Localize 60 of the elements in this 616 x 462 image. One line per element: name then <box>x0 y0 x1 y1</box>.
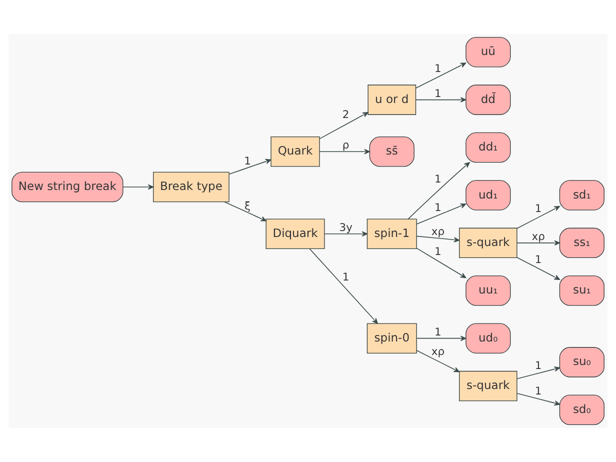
edge-label: 1 <box>244 154 251 168</box>
arrow <box>516 366 560 380</box>
node-box: sd₁ <box>559 180 604 210</box>
arrow <box>416 203 466 225</box>
node-box: spin-1 <box>366 218 417 250</box>
arrow <box>408 162 470 220</box>
node-box: uu₁ <box>466 276 511 306</box>
edge-label: 2 <box>342 108 350 122</box>
edge-label: 1 <box>434 201 442 214</box>
edge-label: 3y <box>339 220 352 234</box>
edge-label: 1 <box>534 359 542 372</box>
arrow <box>416 248 466 278</box>
arrow <box>324 231 368 237</box>
arrow <box>416 236 460 242</box>
node-box: Break type <box>153 172 230 202</box>
edge-label: ρ <box>342 138 350 152</box>
edge-label: xρ <box>431 345 445 358</box>
node-box: s-quark <box>459 370 518 402</box>
edge-label: 1 <box>534 252 542 266</box>
node-box: dd̄ <box>466 84 511 115</box>
arrow <box>415 97 466 102</box>
edge-label: 1 <box>534 202 542 215</box>
edge-label: ξ <box>244 200 251 213</box>
edge-label: 1 <box>434 325 442 338</box>
edge-label: xρ <box>532 230 545 243</box>
node-box: ss₁ <box>559 228 604 258</box>
node-box: Quark <box>270 136 320 167</box>
edge-label: 1 <box>342 270 350 284</box>
arrow <box>228 158 272 175</box>
arrow <box>309 248 378 324</box>
edge-label: 1 <box>434 244 442 258</box>
node-box: s-quark <box>459 228 518 258</box>
arrow <box>516 240 560 246</box>
node-box: Diquark <box>266 218 325 250</box>
edge-label: 1 <box>434 172 442 186</box>
node-box: su₀ <box>559 347 604 378</box>
edge-label: 1 <box>534 384 542 398</box>
arrow <box>516 257 560 280</box>
node-box: ss̄ <box>369 136 414 167</box>
arrow <box>224 201 266 222</box>
node-box: su₁ <box>559 276 604 306</box>
arrow <box>319 112 368 140</box>
arrow <box>516 206 560 229</box>
arrow <box>516 392 560 406</box>
arrow <box>416 336 466 341</box>
edge-label: 1 <box>434 62 442 76</box>
node-box: New string break <box>12 172 124 202</box>
arrow <box>319 149 370 154</box>
arrow <box>122 184 154 190</box>
arrow <box>415 62 466 89</box>
node-box: ud₀ <box>466 323 511 354</box>
node-box: dd₁ <box>466 132 511 163</box>
arrow <box>416 350 460 372</box>
node-box: uū <box>466 36 511 68</box>
edge-label: 1 <box>434 86 442 100</box>
edge-label: xρ <box>431 225 445 238</box>
node-box: sd₀ <box>559 394 604 426</box>
node-box: u or d <box>368 84 416 115</box>
node-box: ud₁ <box>466 180 511 210</box>
node-box: spin-0 <box>366 323 417 354</box>
